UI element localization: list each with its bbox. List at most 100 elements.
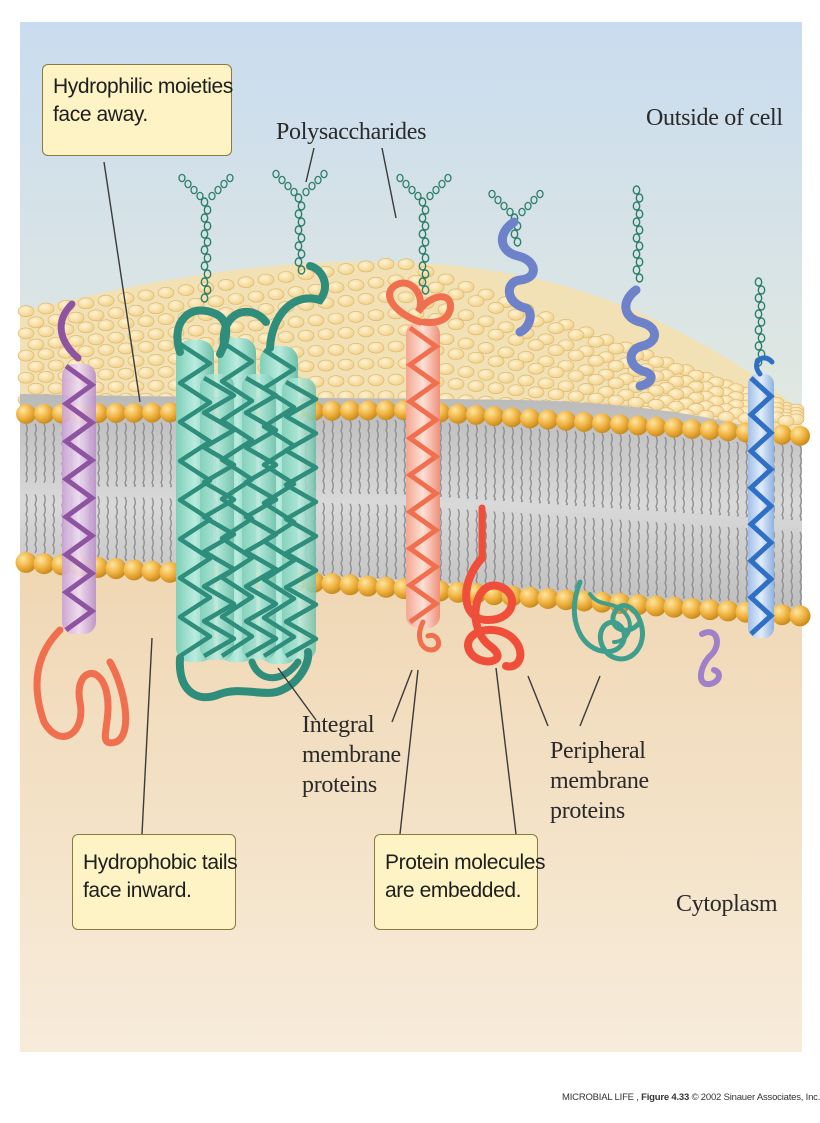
polysaccharide-chain-icon [421,205,430,215]
lipid-tail [520,427,523,503]
lipid-molecule-icon [157,313,175,326]
lipid-molecule-icon [327,344,345,356]
alpha-helix-icon [201,376,237,658]
polysaccharide-chain-icon [518,207,526,217]
polysaccharide-chain-icon [200,261,209,271]
lipid-molecule-icon [307,314,325,327]
lipid-tail [637,520,640,596]
polysaccharide-chain-icon [421,221,430,231]
lipid-molecule-icon [497,321,515,334]
credit-figure: Figure 4.33 [641,1092,690,1103]
lipid-tail [457,423,460,499]
polysaccharide-chain-icon [200,213,209,223]
lipid-tail [646,435,649,511]
lipid-tail [493,425,496,501]
lipid-tail [664,522,667,598]
lipid-molecule-icon [437,333,455,345]
lipid-molecule-icon [347,279,365,291]
lipid-molecule-icon [647,356,665,368]
lipid-molecule-icon [377,258,395,270]
lipid-molecule-icon [477,315,495,328]
lipid-tail [34,494,37,554]
lipid-molecule-icon [790,425,810,446]
lipid-molecule-icon [457,281,475,293]
lipid-molecule-icon [287,316,305,328]
alpha-helix-icon [243,376,279,658]
polysaccharide-chain-icon [421,285,430,295]
lipid-tail [340,420,343,494]
lipid-tail [799,531,802,607]
polysaccharide-chain-icon [203,269,212,279]
polysaccharide-chain-icon [290,187,298,197]
lipid-tail [457,508,460,584]
polysaccharide-chain-icon [754,293,763,303]
lipid-molecule-icon [527,339,545,351]
lipid-tail [115,422,118,487]
lipid-tail [673,437,676,513]
polysaccharide-chain-icon [414,191,422,201]
lipid-molecule-icon [339,574,361,596]
lipid-molecule-icon [127,355,145,367]
polysaccharide-chain-icon [294,225,303,235]
lipid-molecule-icon [77,297,95,310]
membrane-illustration [15,22,811,1052]
lipid-tail [367,420,370,495]
lipid-molecule-icon [160,402,180,423]
lipid-tail [619,519,622,595]
left-transmembrane-protein [33,300,130,747]
lipid-tail [169,422,172,488]
polysaccharide-chain-icon [494,195,502,205]
lipid-molecule-icon [357,358,375,370]
polysaccharide-chain-icon [308,181,316,191]
alpha-helix-icon [261,348,297,658]
lipid-tail [349,503,352,578]
lipid-tail [43,494,46,555]
lipid-tail [367,503,370,578]
lipid-molecule-icon [520,408,540,429]
peripheral-protein-teal [571,579,645,662]
lipid-molecule-icon [227,293,245,305]
lipid-molecule-icon [16,403,36,424]
polysaccharide-chain-icon [418,229,427,239]
lipid-tail [655,521,658,597]
polysaccharide-chain-icon [421,237,430,247]
lipid-tail [448,422,451,498]
lipid-molecule-icon [27,360,45,373]
cytoplasm-label: Cytoplasm [676,891,778,917]
lipid-molecule-icon [607,377,625,390]
lipid-molecule-icon [537,355,555,368]
lipid-molecule-icon [34,403,54,424]
polysaccharide-chain-icon [203,221,212,231]
lipid-tail [394,504,397,580]
lipid-molecule-icon [555,589,577,611]
lipid-tail [538,514,541,589]
lipid-molecule-icon [507,334,525,346]
lipid-molecule-icon [377,324,395,336]
lipid-tail [331,502,334,577]
lipid-molecule-icon [387,373,405,386]
lipid-tail [331,420,334,494]
polysaccharide-chain-icon [297,233,306,243]
lipid-molecule-icon [487,328,505,341]
lipid-molecule-icon [307,345,325,357]
polysaccharide-chain-icon [632,265,641,275]
lipid-molecule-icon [177,284,195,296]
polysaccharide-chain-icon [284,181,292,191]
lipid-molecule-icon [47,382,65,395]
lipid-molecule-icon [447,318,465,331]
polysaccharide-chain-icon [757,333,766,343]
lipid-molecule-icon [517,351,535,363]
polysaccharide-chain-icon [757,285,766,295]
polysaccharide-chain-icon [438,179,446,189]
lipid-tail [556,515,559,591]
embedded-callout: Protein molecules are embedded. [374,834,546,930]
lipid-molecule-icon [557,380,575,393]
lipid-molecule-icon [207,295,225,308]
lipid-tail [385,504,388,579]
lipid-molecule-icon [457,337,475,350]
polysaccharide-chain-icon [184,179,192,189]
lipid-molecule-icon [117,292,135,304]
polysaccharide-chain-icon [757,317,766,327]
lipid-molecule-icon [27,316,45,329]
alpha-helix-icon [405,325,441,625]
